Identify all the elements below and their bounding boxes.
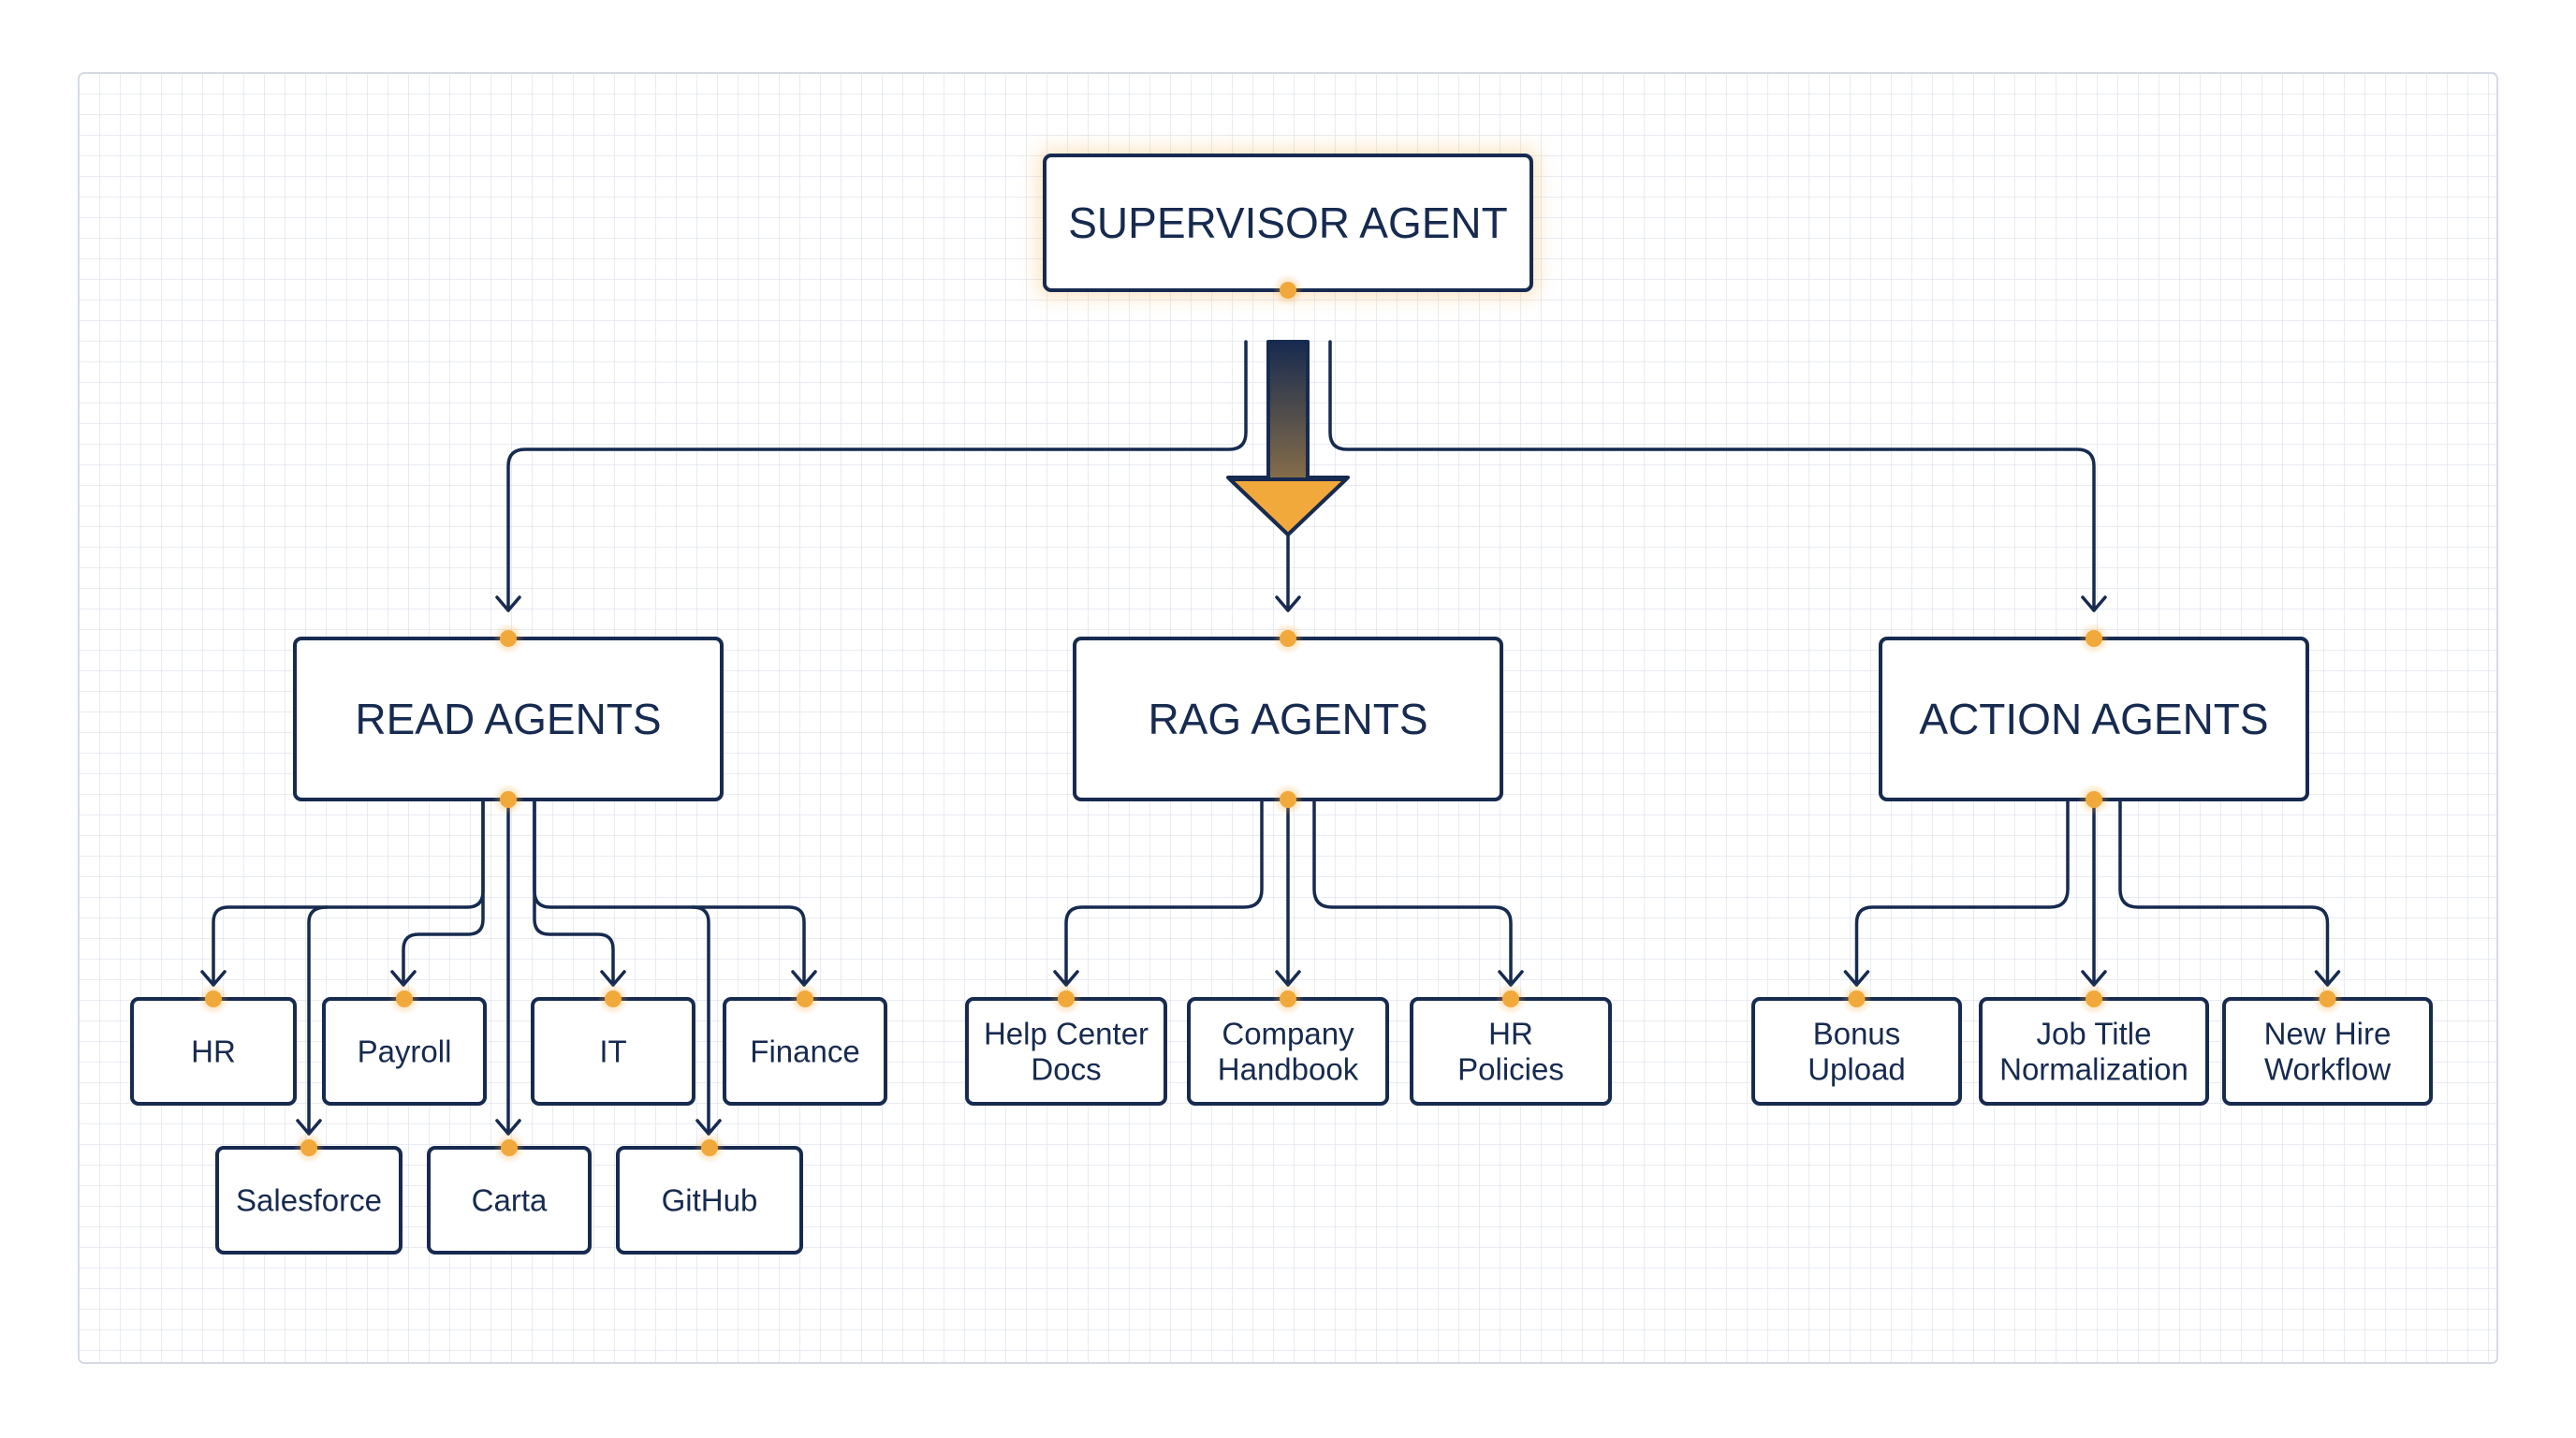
carta-agent-node-label: Carta [472,1183,548,1218]
arrowhead-rag-group [1275,595,1301,612]
new-hire-workflow-agent-node-label-line-2: Workflow [2264,1051,2391,1086]
connector-read-to-finance [533,798,806,987]
rag-group-output-dot [1280,791,1296,808]
help-center-docs-agent-node-label-line-1: Help Center [984,1017,1149,1051]
main-arrow [1226,340,1350,536]
carta-input-dot [501,1139,518,1156]
connector-supervisor-to-read [506,340,1248,612]
rag-group-input-dot [1280,630,1296,647]
read-group-output-dot [500,791,517,808]
payroll-agent-node-label: Payroll [358,1034,452,1069]
new-hire-workflow-agent-node-label-line-1: New Hire [2264,1017,2392,1051]
job-title-normalization-agent-node-label-line-2: Normalization [1999,1051,2188,1086]
connector-action-to-bonus-upload [1854,798,2070,987]
arrowhead-read-group [495,595,521,612]
help-center-docs-input-dot [1058,990,1075,1007]
connector-action-to-new-hire-workflow [2118,798,2330,987]
help-center-docs-agent-node-label-line-2: Docs [1031,1051,1101,1086]
action-agents-node: ACTION AGENTS [1879,637,2309,801]
company-handbook-agent-node-label-line-2: Handbook [1218,1051,1359,1086]
supervisor-agent-node: SUPERVISOR AGENT [1037,148,1539,298]
it-agent-node-label: IT [599,1034,626,1069]
main-down-arrow-head [1228,477,1348,536]
supervisor-output-dot [1280,282,1296,299]
connectors [200,340,2341,1136]
bonus-upload-agent-node-label-line-2: Upload [1808,1051,1906,1086]
connector-rag-to-help-center-docs [1064,798,1264,987]
job-title-normalization-input-dot [2086,990,2102,1007]
hr-agent-node: HR [130,997,297,1106]
supervisor-agent-node-label: SUPERVISOR AGENT [1068,198,1508,247]
rag-agents-node: RAG AGENTS [1073,637,1503,801]
action-agents-node-label: ACTION AGENTS [1919,695,2268,743]
connector-read-to-github [691,905,710,1136]
rag-agents-node-label: RAG AGENTS [1148,695,1427,743]
github-input-dot [701,1139,718,1156]
nodes: SUPERVISOR AGENT READ AGENTS HR Payroll IT Fi… [130,148,2433,1255]
github-agent-node-label: GitHub [662,1183,758,1218]
hr-policies-agent-node-label-line-2: Policies [1457,1051,1564,1086]
finance-agent-node: Finance [723,997,887,1106]
arrowhead-action-group [2081,595,2107,612]
salesforce-agent-node: Salesforce [215,1146,402,1255]
job-title-normalization-agent-node-label-line-1: Job Title [2037,1017,2152,1051]
company-handbook-agent-node-label-line-1: Company [1222,1017,1354,1051]
finance-agent-node-label: Finance [750,1034,859,1069]
bonus-upload-agent-node-label-line-1: Bonus [1813,1017,1901,1051]
bonus-upload-input-dot [1848,990,1866,1007]
read-agents-node: READ AGENTS [293,637,724,801]
hr-policies-agent-node-label-line-1: HR [1488,1017,1533,1051]
salesforce-input-dot [300,1139,317,1156]
it-input-dot [605,990,622,1007]
hr-input-dot [205,990,222,1007]
connector-supervisor-to-action [1328,340,2096,612]
company-handbook-input-dot [1280,990,1296,1007]
read-group-input-dot [500,630,517,647]
connector-read-to-it [533,798,615,987]
hr-policies-input-dot [1502,990,1519,1007]
payroll-input-dot [396,990,413,1007]
hr-agent-node-label: HR [191,1034,236,1069]
action-group-output-dot [2086,791,2102,808]
connector-read-to-salesforce [307,905,329,1136]
action-group-input-dot [2086,630,2102,647]
connector-read-to-payroll [402,798,485,987]
salesforce-agent-node-label: Salesforce [236,1183,382,1218]
read-agents-node-label: READ AGENTS [355,695,661,743]
new-hire-workflow-input-dot [2319,990,2336,1007]
connector-rag-to-hr-policies [1312,798,1513,987]
finance-input-dot [797,990,813,1007]
